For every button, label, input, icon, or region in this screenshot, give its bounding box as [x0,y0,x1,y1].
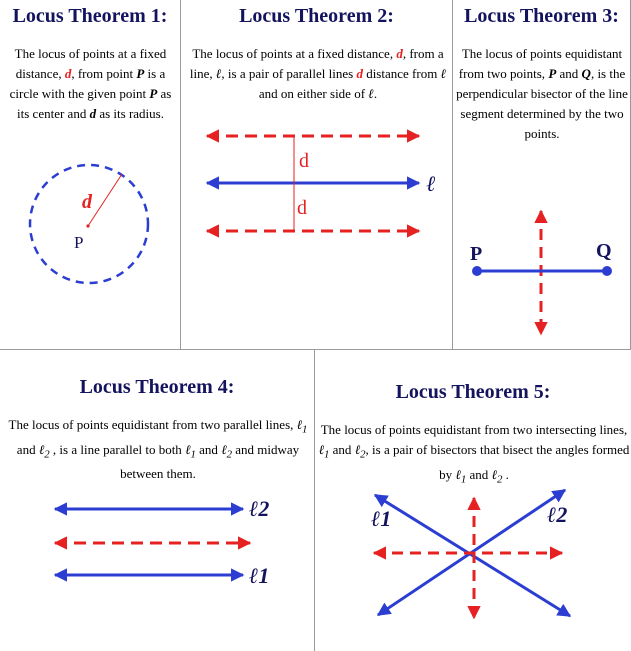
line-label: ℓ [426,171,436,196]
theorem-5-panel: Locus Theorem 5: The locus of points equ… [315,350,631,651]
line-l1-label: ℓ1 [249,563,269,588]
point-p [472,266,482,276]
locus-circle [28,163,150,285]
radius-segment [87,173,123,227]
circle-locus-figure: d P [28,163,150,285]
theorem-1-description: The locus of points at a fixed distance,… [9,46,172,121]
theorem-4-panel: Locus Theorem 4: The locus of points equ… [0,350,315,651]
theorem-4-description: The locus of points equidistant from two… [8,417,308,482]
theorem-1-panel: Locus Theorem 1: The locus of points at … [0,0,181,350]
theorem-4-title: Locus Theorem 4: [79,376,235,398]
center-label: P [74,233,83,252]
line-l1-label: ℓ1 [371,506,391,531]
theorem-5-title: Locus Theorem 5: [395,381,551,403]
radius-label: d [82,191,93,213]
distance-label-top: d [299,150,309,172]
theorem-2-title: Locus Theorem 2: [239,5,394,27]
intersecting-lines-figure: ℓ1 ℓ2 [371,488,572,620]
theorem-5-description: The locus of points equidistant from two… [318,422,630,486]
distance-label-bottom: d [297,197,307,219]
theorem-3-title: Locus Theorem 3: [464,5,619,27]
line-l2-label: ℓ2 [547,502,567,527]
theorem-2-description: The locus of points at a fixed distance,… [189,46,447,101]
midway-line-figure: ℓ2 ℓ1 [53,496,269,588]
theorem-3-description: The locus of points equidistant from two… [456,46,628,141]
theorem-1-title: Locus Theorem 1: [12,5,168,27]
theorem-3-panel: Locus Theorem 3: The locus of points equ… [453,0,631,350]
point-p-label: P [470,243,482,265]
bisector-figure: P Q [470,209,612,336]
theorem-2-panel: Locus Theorem 2: The locus of points at … [181,0,453,350]
point-q-label: Q [596,240,612,262]
parallel-lines-figure: d d ℓ [205,129,436,238]
center-point [86,224,90,228]
line-l2-label: ℓ2 [249,496,269,521]
point-q [602,266,612,276]
